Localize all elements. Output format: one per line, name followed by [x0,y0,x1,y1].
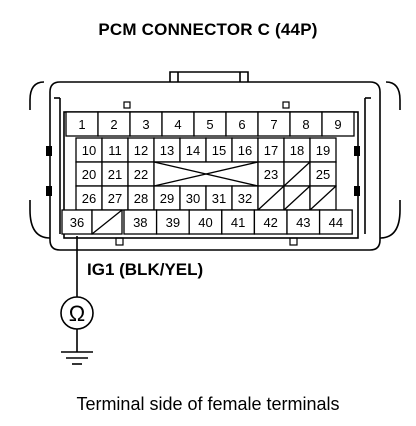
terminal-number: 9 [334,117,341,132]
ohm-symbol: Ω [69,301,85,326]
terminal-cavity [309,137,337,163]
terminal-cavity [318,209,353,235]
terminal-number: 28 [134,191,148,206]
terminal-number: 22 [134,167,148,182]
terminal-number: 14 [186,143,200,158]
terminal-cavity [205,137,233,163]
terminal-cavity [221,209,256,235]
blank-cavity-slash [309,185,337,211]
terminal-number: 19 [316,143,330,158]
terminal-number: 44 [329,215,343,230]
test-lead [60,236,94,365]
terminal-number: 38 [133,215,147,230]
terminal-cavity [127,137,155,163]
blank-cavity-cross [153,161,259,187]
terminal-number: 40 [198,215,212,230]
terminal-cavity [101,137,129,163]
terminal-number: 26 [82,191,96,206]
blank-cavity-slash [91,209,123,235]
terminal-number: 21 [108,167,122,182]
terminal-number: 15 [212,143,226,158]
terminal-number: 39 [166,215,180,230]
terminal-number: 4 [174,117,181,132]
terminal-number: 17 [264,143,278,158]
ground-symbol-icon [61,351,93,365]
terminal-cavity [283,137,311,163]
terminal-number: 2 [110,117,117,132]
terminal-number: 1 [78,117,85,132]
connector-housing [29,71,401,251]
housing-notches [46,101,360,246]
terminal-number: 29 [160,191,174,206]
terminal-cavity [193,111,227,137]
terminal-number: 5 [206,117,213,132]
terminal-number: 41 [231,215,245,230]
terminal-cavity [257,111,291,137]
terminal-number: 23 [264,167,278,182]
terminal-number: 10 [82,143,96,158]
terminal-cavity [161,111,195,137]
terminal-number: 18 [290,143,304,158]
terminal-number: 8 [302,117,309,132]
terminal-cavity [321,111,355,137]
terminal-number: 16 [238,143,252,158]
terminal-number: 20 [82,167,96,182]
terminal-number: 30 [186,191,200,206]
terminal-cavity [127,161,155,187]
terminal-cavity [155,209,190,235]
blank-cavity-slash [257,185,285,211]
terminal-number: 6 [238,117,245,132]
terminal-number: 42 [263,215,277,230]
terminal-number: 43 [296,215,310,230]
terminal-number: 32 [238,191,252,206]
terminal-number: 36 [70,215,84,230]
terminal-cavity [61,209,93,235]
caption: Terminal side of female terminals [76,394,340,414]
terminal-number: 25 [316,167,330,182]
terminal-number: 27 [108,191,122,206]
diagram-title: PCM CONNECTOR C (44P) [98,20,318,39]
terminal-cavity [129,111,163,137]
terminal-number: 31 [212,191,226,206]
terminal-cavity [97,111,131,137]
terminal-number: 7 [270,117,277,132]
terminal-number: 3 [142,117,149,132]
terminal-cavity [289,111,323,137]
terminal-cavity [179,137,207,163]
blank-cavity-slash [283,185,311,211]
wire-label: IG1 (BLK/YEL) [87,260,204,279]
blank-cavity-slash [283,161,311,187]
terminal-number: 13 [160,143,174,158]
terminal-cavity [286,209,321,235]
terminal-number: 11 [108,143,122,158]
terminal-number: 12 [134,143,148,158]
